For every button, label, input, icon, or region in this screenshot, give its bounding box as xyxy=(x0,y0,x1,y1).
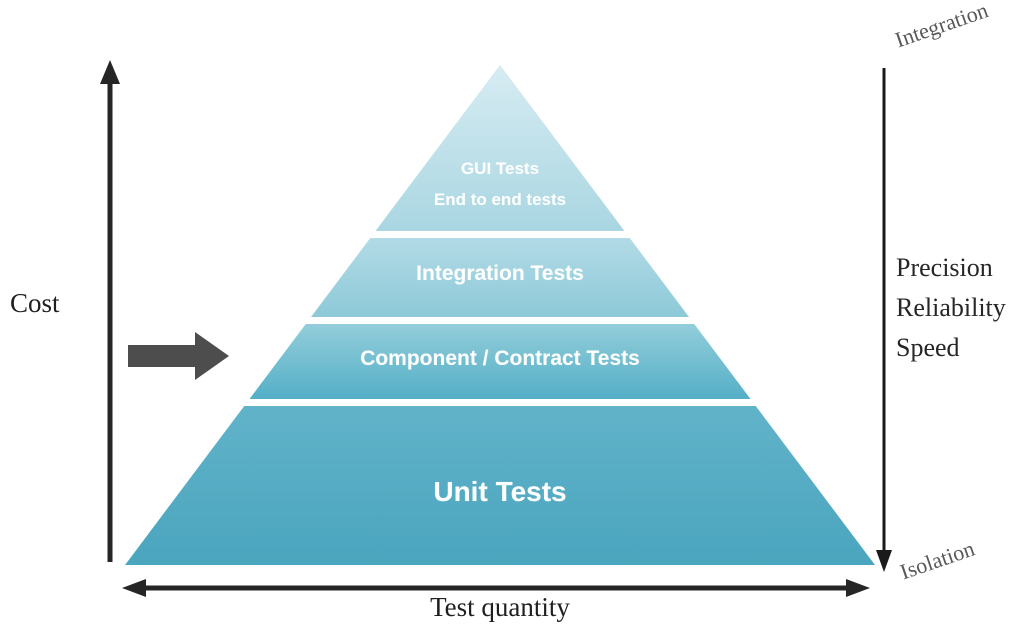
speed-line: Speed xyxy=(896,333,960,362)
pyramid-layer-gui-tests xyxy=(375,65,625,231)
cost-axis-arrowhead-icon xyxy=(100,60,120,84)
pyramid-layer-component-contract-tests xyxy=(249,324,751,399)
cost-axis-label: Cost xyxy=(10,288,60,318)
right-axis-arrowhead-icon xyxy=(876,550,892,572)
pyramid-layer-integration-tests xyxy=(311,238,689,317)
integration-tests-label: Integration Tests xyxy=(416,262,584,285)
pointer-arrow-icon xyxy=(128,332,229,380)
quantity-axis-right-arrowhead-icon xyxy=(846,579,870,597)
precision-line: Precision xyxy=(896,253,993,282)
unit-tests-label: Unit Tests xyxy=(433,476,567,507)
quantity-axis-left-arrowhead-icon xyxy=(122,579,146,597)
gui-tests-line2: End to end tests xyxy=(433,190,567,209)
pyramid-layer-unit-tests xyxy=(125,406,875,565)
test-quantity-axis-label: Test quantity xyxy=(430,592,570,622)
component-contract-tests-label: Component / Contract Tests xyxy=(360,347,640,370)
gui-tests-label: GUI Tests End to end tests xyxy=(340,153,660,215)
gui-tests-line1: GUI Tests xyxy=(460,159,540,178)
reliability-line: Reliability xyxy=(896,293,1006,322)
precision-reliability-speed-label: Precision Reliability Speed xyxy=(896,248,1006,368)
